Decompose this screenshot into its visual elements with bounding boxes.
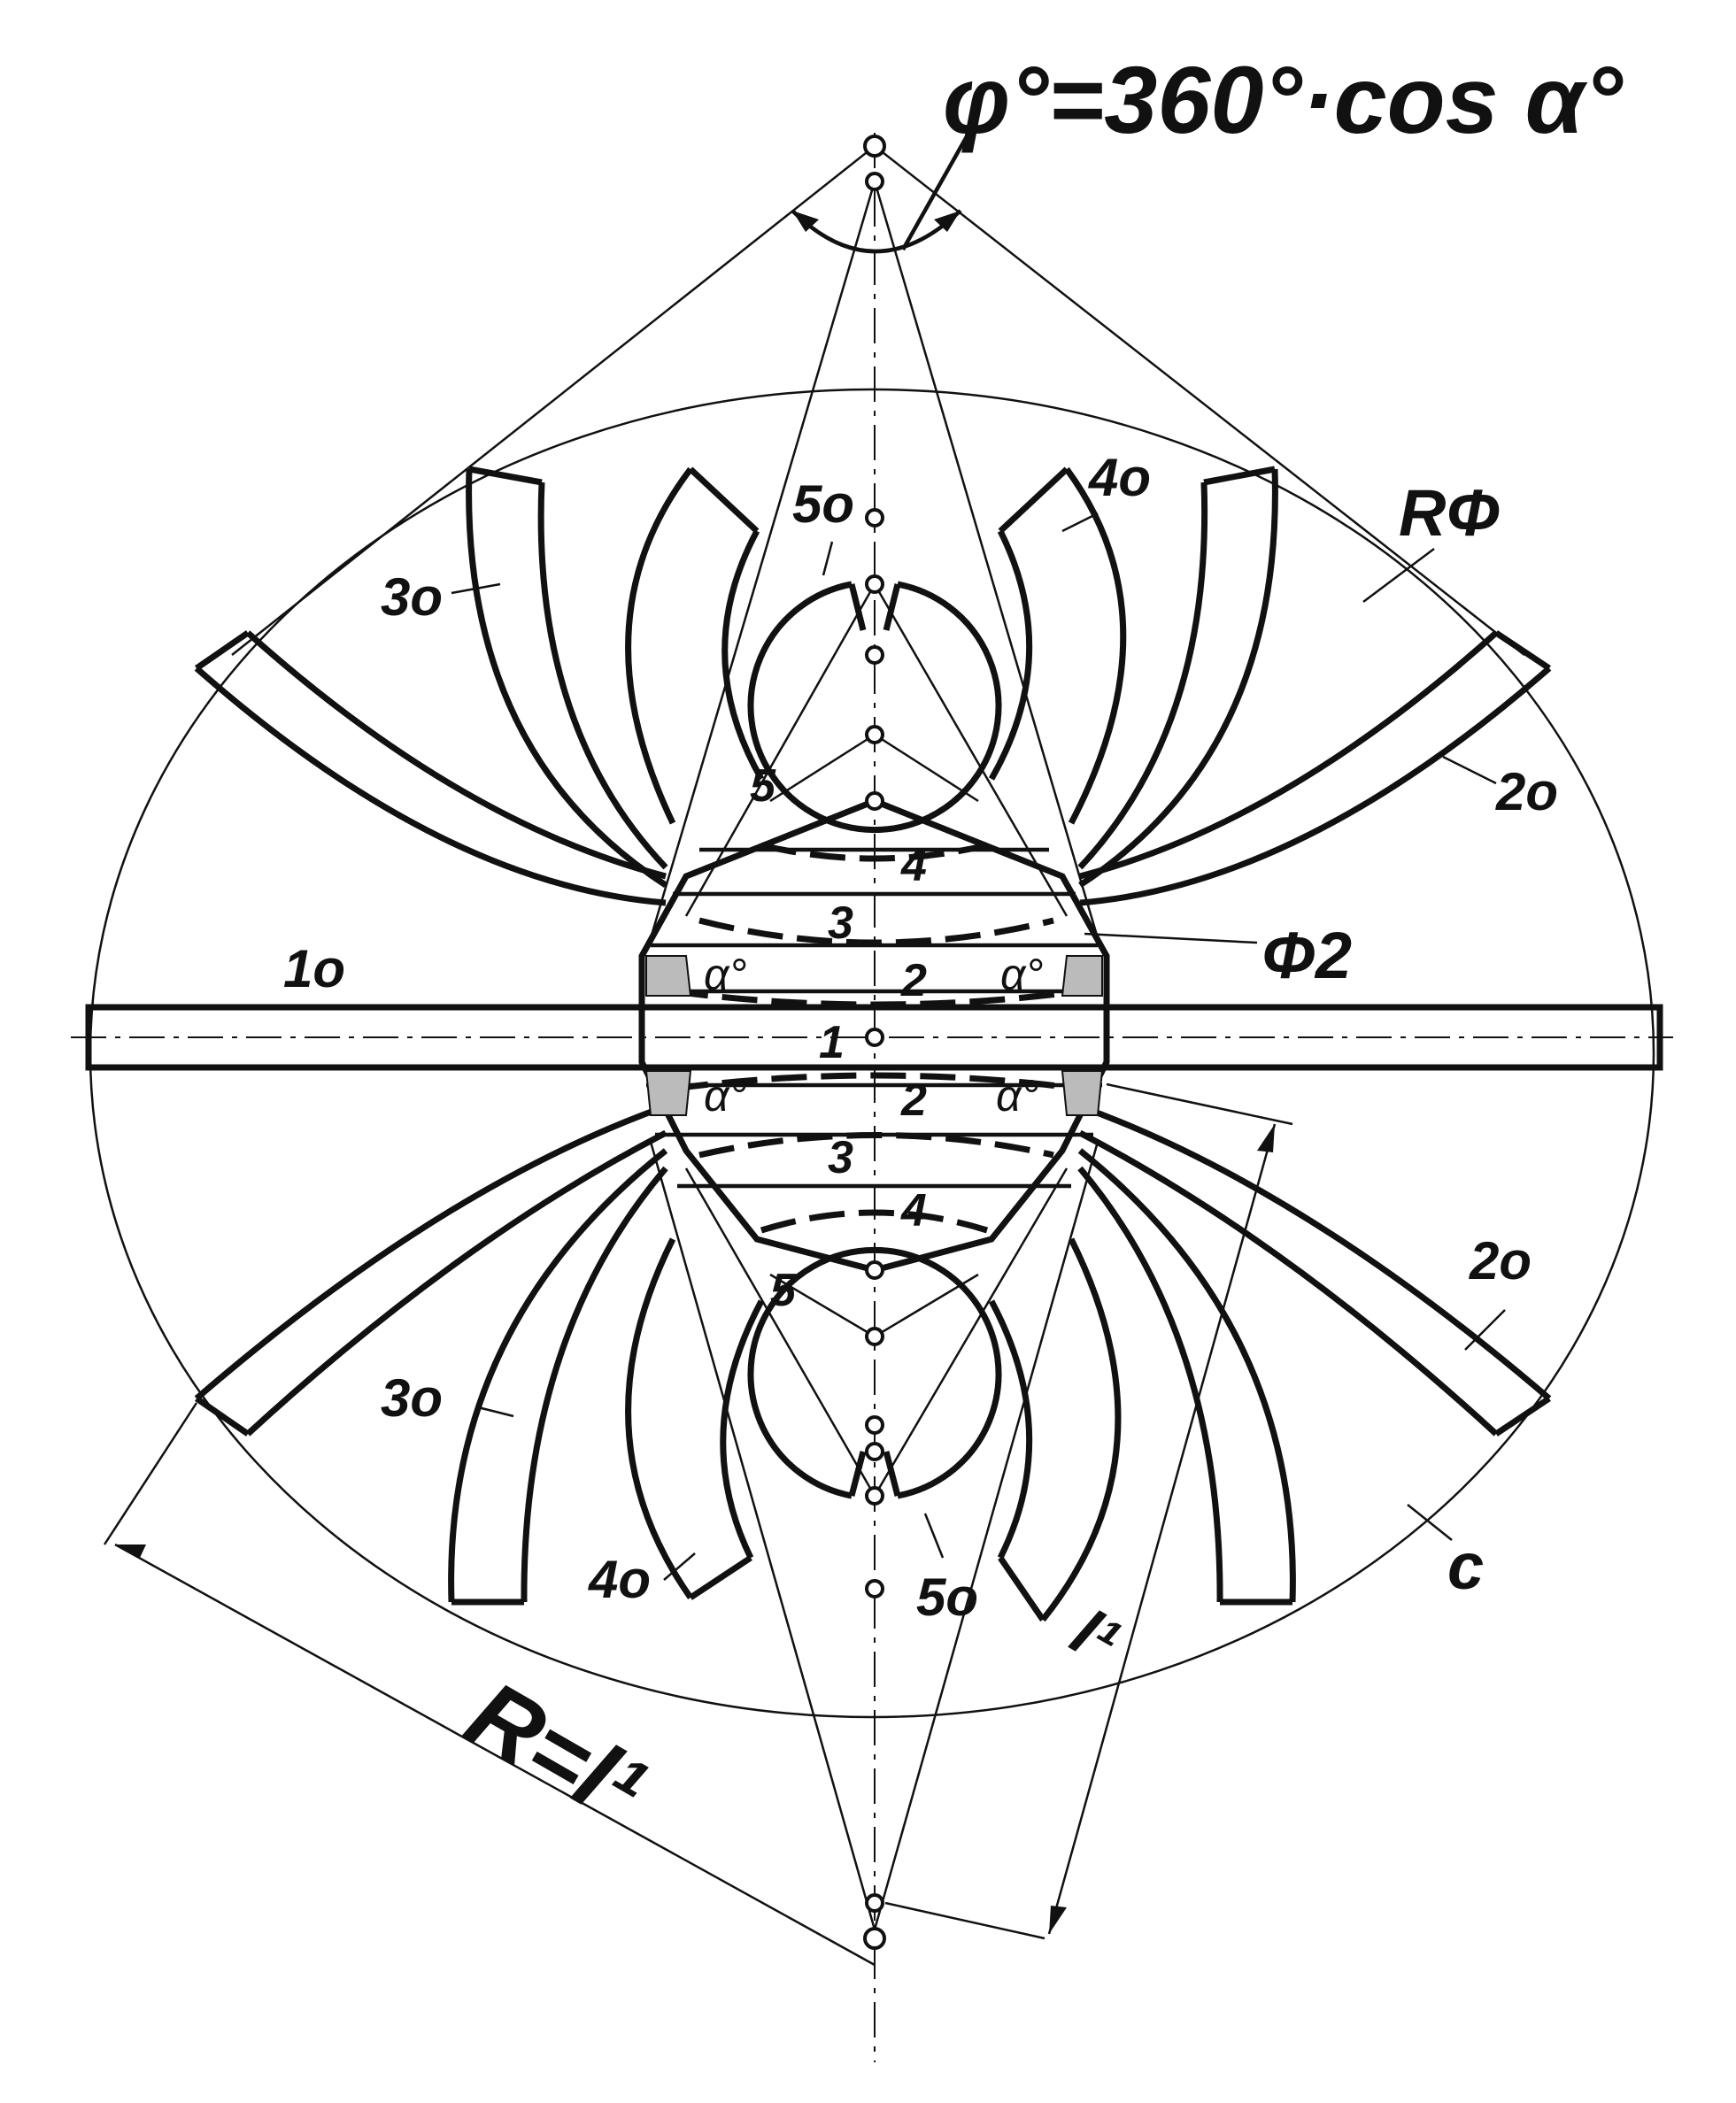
row-label-2-top: 2 — [900, 955, 927, 1006]
label-5o-bottom: 5o — [916, 1568, 978, 1627]
label-4o-bottom: 4o — [588, 1550, 651, 1609]
joint-points — [863, 135, 886, 1950]
label-l1: l¹ — [1060, 1595, 1131, 1678]
arc-band-3o-top — [466, 466, 1278, 888]
row-label-3-top: 3 — [828, 897, 853, 949]
label-5o-top: 5o — [792, 474, 854, 534]
dimension-R — [103, 1402, 876, 1967]
label-2o-bottom: 2o — [1469, 1231, 1532, 1290]
label-r-phi: RΦ — [1399, 476, 1500, 550]
label-1o: 1o — [283, 939, 345, 998]
label-r-equals-l1: R=l¹ — [451, 1660, 663, 1844]
arc-band-4o-top — [625, 466, 1127, 825]
arc-band-3o-bottom — [448, 1148, 1296, 1606]
alpha-stipple-regions — [644, 955, 1104, 1116]
label-phi2: Φ2 — [1261, 919, 1352, 992]
row-label-4-bottom: 4 — [900, 1185, 927, 1236]
row-label-1-center: 1 — [819, 1017, 845, 1068]
row-label-5-bottom: 5 — [770, 1265, 797, 1316]
circle-5o-top — [747, 581, 1002, 834]
label-4o-top: 4o — [1088, 448, 1151, 507]
alpha-label-top-right: α° — [1000, 950, 1044, 999]
row-label-3-bottom: 3 — [828, 1132, 853, 1183]
leader-lines — [451, 512, 1506, 1581]
construction-lines — [649, 181, 1099, 1930]
label-c: c — [1447, 1529, 1484, 1603]
alpha-label-top-left: α° — [704, 950, 747, 999]
arc-band-4o-bottom — [625, 1237, 1122, 1622]
tangent-lines-top — [231, 145, 1525, 656]
row-label-5-top: 5 — [750, 760, 776, 812]
alpha-label-bottom-left: α° — [704, 1071, 747, 1121]
arc-band-2o-top — [194, 630, 1552, 906]
label-3o-top: 3o — [381, 567, 443, 627]
row-label-2-bottom: 2 — [900, 1075, 927, 1126]
label-3o-bottom: 3o — [381, 1368, 443, 1428]
circle-5o-bottom — [747, 1246, 1002, 1499]
row-label-4-top: 4 — [900, 840, 927, 891]
formula-label: φ°=360°·cos α° — [943, 46, 1624, 153]
arc-band-2o-bottom — [194, 1103, 1552, 1437]
label-2o-top: 2o — [1495, 762, 1558, 821]
alpha-label-bottom-right: α° — [996, 1071, 1039, 1121]
dimension-l1 — [884, 1082, 1293, 1940]
